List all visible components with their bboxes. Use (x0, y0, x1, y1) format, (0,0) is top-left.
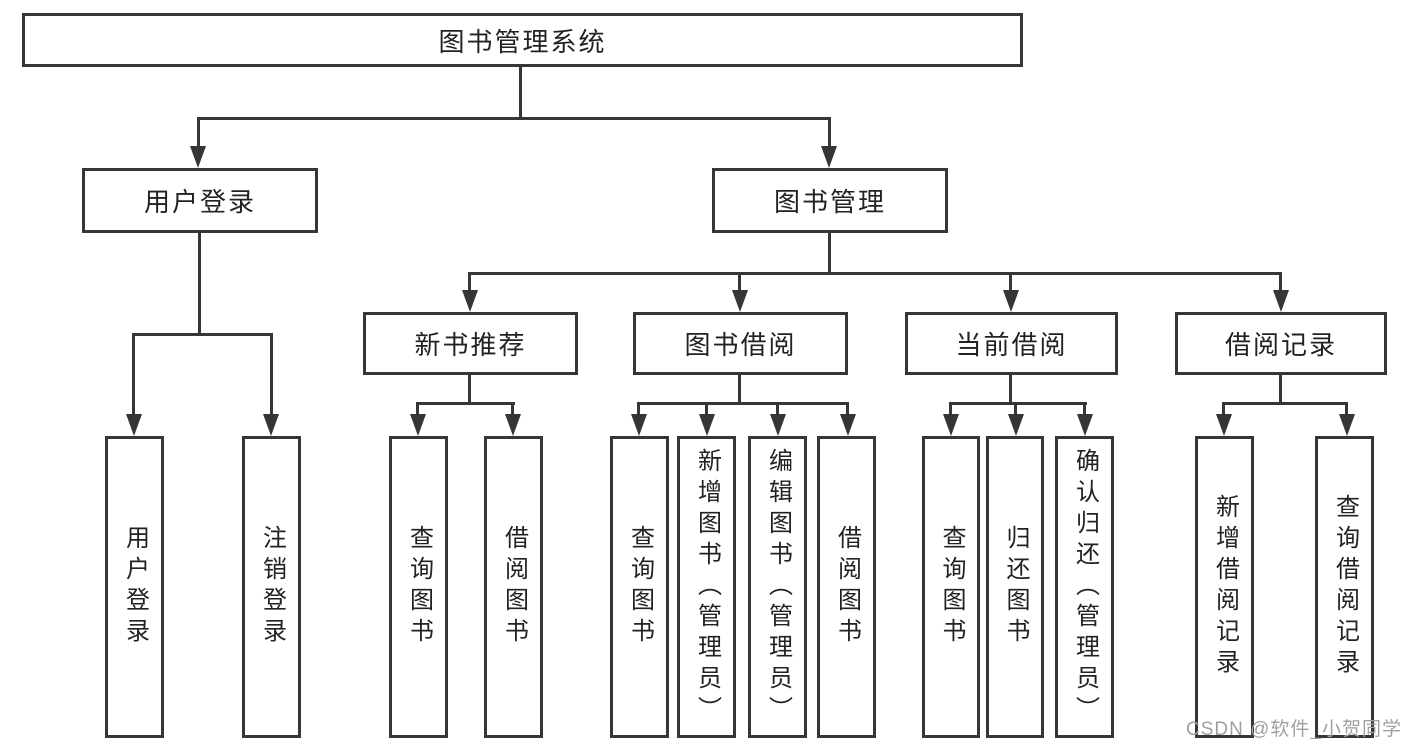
connector-line (828, 117, 831, 150)
node-user-login-label: 用户登录 (143, 187, 256, 217)
connector-line (416, 402, 515, 405)
connector-line (468, 375, 471, 405)
leaf-user-login: 用户登录 (105, 436, 164, 738)
leaf-query-borrow-record: 查询借阅记录 (1315, 436, 1374, 738)
node-new-book-recommend-label: 新书推荐 (414, 330, 527, 360)
connector-line (197, 117, 831, 120)
connector-line (1222, 402, 1348, 405)
connector-line (738, 272, 741, 292)
leaf-query-borrow-record-label: 查询借阅记录 (1331, 494, 1359, 680)
leaf-return-book-label: 归还图书 (1002, 525, 1029, 649)
leaf-confirm-return-admin: 确认归还（管理员） (1055, 436, 1114, 738)
connector-line (416, 402, 419, 416)
node-user-login: 用户登录 (82, 168, 318, 233)
connector-line (1279, 272, 1282, 292)
node-current-borrow-label: 当前借阅 (955, 330, 1068, 360)
leaf-return-book: 归还图书 (986, 436, 1044, 738)
arrow-down-icon (631, 414, 647, 436)
leaf-query-book-3-label: 查询图书 (938, 525, 965, 649)
connector-line (828, 233, 831, 275)
connector-line (637, 402, 640, 416)
arrow-down-icon (699, 414, 715, 436)
connector-line (468, 272, 1282, 275)
connector-line (1009, 272, 1012, 292)
arrow-down-icon (263, 414, 279, 436)
connector-line (1222, 402, 1225, 416)
arrow-down-icon (1008, 414, 1024, 436)
leaf-logout: 注销登录 (242, 436, 301, 738)
arrow-down-icon (943, 414, 959, 436)
connector-line (949, 402, 1087, 405)
arrow-down-icon (1273, 290, 1289, 312)
connector-line (197, 117, 200, 150)
arrow-down-icon (1003, 290, 1019, 312)
node-root: 图书管理系统 (22, 13, 1023, 67)
leaf-add-borrow-record-label: 新增借阅记录 (1211, 494, 1239, 680)
leaf-add-borrow-record: 新增借阅记录 (1195, 436, 1254, 738)
leaf-query-book-1-label: 查询图书 (405, 525, 433, 649)
connector-line (846, 402, 849, 416)
connector-line (776, 402, 779, 416)
connector-line (132, 333, 273, 336)
leaf-query-book-1: 查询图书 (389, 436, 448, 738)
connector-line (519, 66, 522, 119)
connector-line (1345, 402, 1348, 416)
leaf-borrow-book-1: 借阅图书 (484, 436, 543, 738)
arrow-down-icon (840, 414, 856, 436)
node-new-book-recommend: 新书推荐 (363, 312, 578, 375)
arrow-down-icon (1339, 414, 1355, 436)
arrow-down-icon (770, 414, 786, 436)
arrow-down-icon (1077, 414, 1093, 436)
connector-line (738, 375, 741, 405)
node-book-management: 图书管理 (712, 168, 948, 233)
connector-line (198, 233, 201, 336)
arrow-down-icon (190, 146, 206, 168)
connector-line (949, 402, 952, 416)
connector-line (1009, 375, 1012, 405)
node-borrow-records-label: 借阅记录 (1224, 330, 1337, 360)
csdn-watermark: CSDN @软件_小贺同学 (1186, 719, 1402, 740)
node-book-borrow: 图书借阅 (633, 312, 848, 375)
node-book-borrow-label: 图书借阅 (684, 330, 797, 360)
leaf-edit-book-admin: 编辑图书（管理员） (748, 436, 807, 738)
leaf-add-book-admin: 新增图书（管理员） (677, 436, 736, 738)
connector-line (132, 333, 135, 414)
leaf-query-book-2-label: 查询图书 (626, 525, 654, 649)
arrow-down-icon (505, 414, 521, 436)
connector-line (637, 402, 849, 405)
arrow-down-icon (732, 290, 748, 312)
leaf-user-login-label: 用户登录 (121, 525, 149, 649)
connector-line (1279, 375, 1282, 405)
leaf-borrow-book-2: 借阅图书 (817, 436, 876, 738)
leaf-query-book-2: 查询图书 (610, 436, 669, 738)
arrow-down-icon (410, 414, 426, 436)
connector-line (270, 333, 273, 414)
leaf-borrow-book-2-label: 借阅图书 (833, 525, 861, 649)
leaf-confirm-return-admin-label: 确认归还（管理员） (1071, 447, 1099, 727)
node-borrow-records: 借阅记录 (1175, 312, 1387, 375)
connector-line (1083, 402, 1086, 416)
arrow-down-icon (462, 290, 478, 312)
node-root-label: 图书管理系统 (438, 26, 607, 57)
arrow-down-icon (821, 146, 837, 168)
leaf-query-book-3: 查询图书 (922, 436, 980, 738)
leaf-logout-label: 注销登录 (258, 525, 286, 649)
arrow-down-icon (126, 414, 142, 436)
node-book-management-label: 图书管理 (773, 187, 886, 217)
leaf-edit-book-admin-label: 编辑图书（管理员） (764, 447, 792, 727)
connector-line (468, 272, 471, 292)
leaf-borrow-book-1-label: 借阅图书 (500, 525, 528, 649)
leaf-add-book-admin-label: 新增图书（管理员） (693, 447, 721, 727)
connector-line (705, 402, 708, 416)
arrow-down-icon (1216, 414, 1232, 436)
connector-line (1014, 402, 1017, 416)
node-current-borrow: 当前借阅 (905, 312, 1118, 375)
connector-line (511, 402, 514, 416)
